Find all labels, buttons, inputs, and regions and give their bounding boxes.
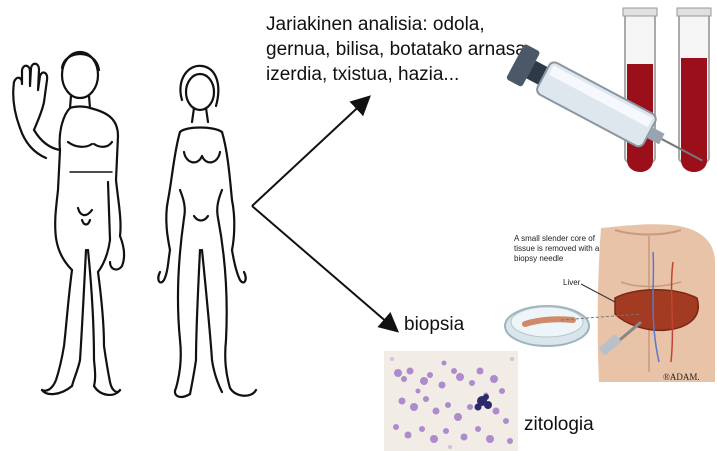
biopsy-caption: A small slender core of tissue is remove… <box>514 234 614 264</box>
arrow-to-biopsy <box>252 206 396 330</box>
arrow-to-fluid-analysis <box>252 98 368 206</box>
biopsy-illustration: A small slender core of tissue is remove… <box>503 222 715 390</box>
test-tube-1 <box>623 8 657 172</box>
syringe-tubes-image <box>497 4 717 194</box>
liver-label: Liver <box>563 278 580 287</box>
cytology-micrograph <box>384 351 518 451</box>
biopsy-label: biopsia <box>404 314 464 336</box>
test-tube-2 <box>677 8 711 172</box>
cytology-label: zitologia <box>524 414 594 436</box>
adam-credit: ®ADAM. <box>663 372 700 382</box>
